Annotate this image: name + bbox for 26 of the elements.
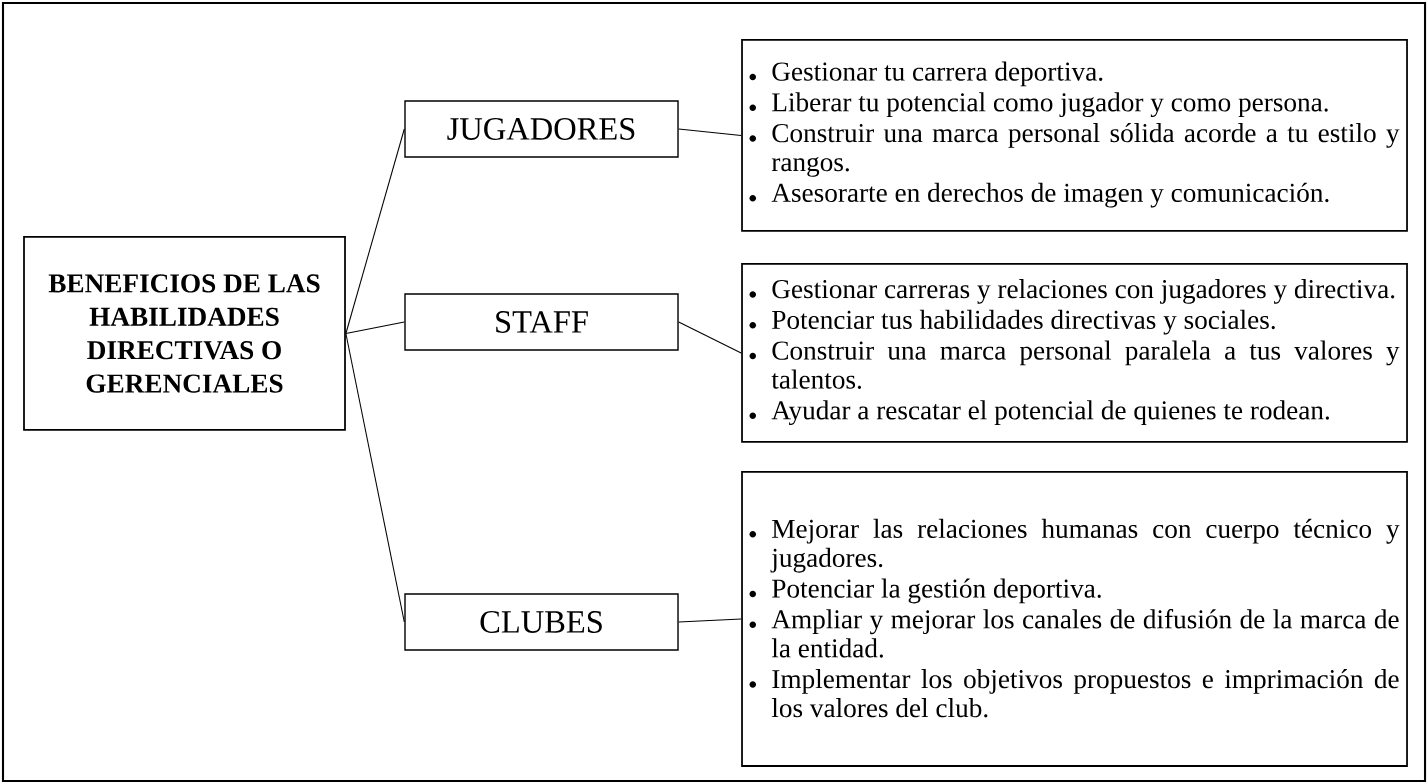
bullet-item: Gestionar tu carrera deportiva.	[749, 61, 1103, 87]
connector-line	[345, 128, 405, 334]
topic-box	[23, 236, 346, 431]
bullet-item: Potenciar la gestión deportiva.	[749, 578, 1101, 604]
bullet-list-box	[741, 39, 1408, 232]
bullet-list-box	[741, 263, 1408, 443]
connector-line	[678, 618, 742, 623]
category-box: CLUBES	[404, 593, 679, 651]
connector-line	[678, 321, 742, 354]
bullet-item: Mejorar las relaciones humanas con cuerpo técnico y jugadores.	[749, 518, 1400, 573]
bullet-item: Asesorarte en derechos de imagen y comunicación.	[749, 182, 1329, 208]
bullet-item: Potenciar tus habilidades directivas y sociales.	[749, 309, 1275, 335]
bullet-item: Construir una marca personal paralela a tus valores y talentos.	[749, 340, 1400, 389]
bullet-item: Liberar tu potencial como jugador y como persona.	[749, 92, 1328, 118]
connector-line	[345, 321, 405, 334]
box-title: BENEFICIOS DE LAS HABILIDADES DIRECTIVAS O GERENCIALES	[48, 274, 320, 393]
bullet-item: Construir una marca personal sólida acorde a tu estilo y rangos.	[749, 123, 1400, 177]
connector-line	[678, 128, 742, 136]
category-box: JUGADORES	[404, 100, 679, 158]
bullet-item: Ampliar y mejorar los canales de difusión de la marca de la entidad.	[749, 609, 1399, 658]
bullet-item: Gestionar carreras y relaciones con jugadores y directiva.	[749, 279, 1395, 304]
bullet-item: Ayudar a rescatar el potencial de quienes te rodean.	[749, 400, 1329, 426]
bullet-list-box	[741, 471, 1408, 767]
category-box: STAFF	[404, 293, 679, 351]
connector-line	[345, 332, 405, 623]
bullet-item: Implementar los objetivos propuestos e imprimación de los valores del club.	[749, 669, 1399, 718]
